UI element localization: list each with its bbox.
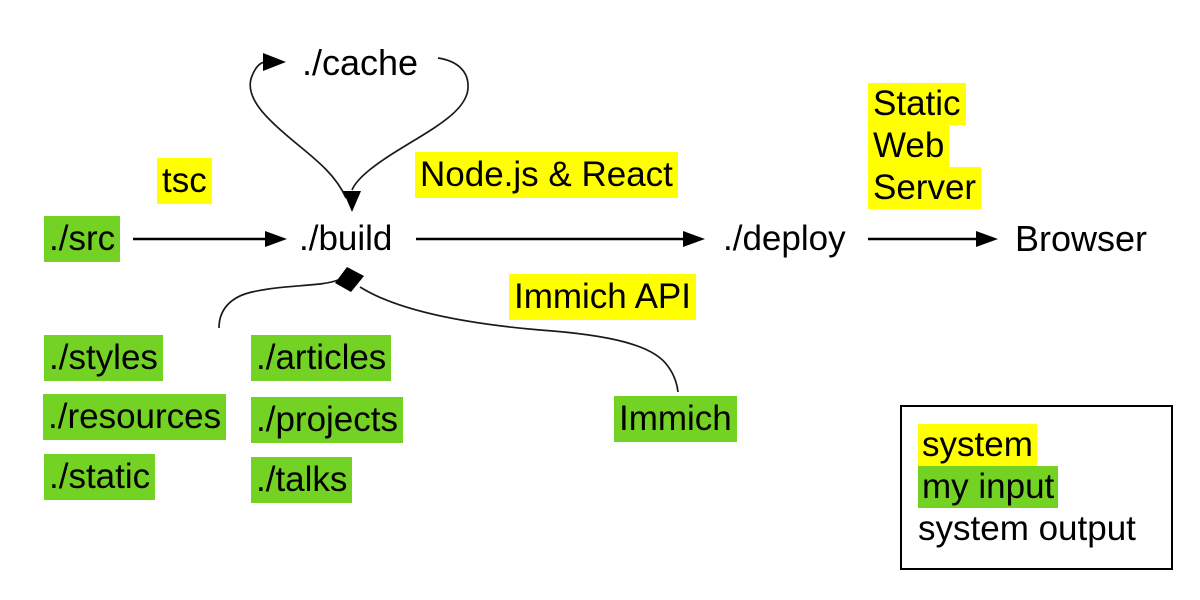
legend-box: system my input system output (900, 405, 1173, 570)
node-talks: ./talks (251, 457, 353, 503)
node-browser: Browser (1015, 218, 1148, 259)
arrowhead-build-to-cache-icon (263, 53, 286, 71)
node-deploy: ./deploy (723, 219, 846, 258)
edge-label-static-web-server-line1: Static (868, 83, 966, 125)
node-static: ./static (44, 454, 156, 500)
legend-system-output: system output (918, 509, 1136, 548)
node-immich: Immich (614, 396, 737, 442)
node-cache: ./cache (302, 42, 419, 83)
edge-label-static-web-server-line2: Web (868, 125, 950, 167)
node-projects: ./projects (251, 397, 403, 443)
edge-label-static-web-server: Static Web Server (868, 83, 982, 209)
node-build: ./build (299, 219, 393, 258)
diamond-build-icon (335, 267, 364, 292)
arrowhead-build-to-deploy-icon (683, 231, 705, 247)
arrowhead-cache-to-build-icon (343, 191, 361, 212)
edge-label-immich-api: Immich API (509, 274, 696, 320)
legend-my-input: my input (918, 466, 1059, 508)
node-styles: ./styles (44, 335, 163, 381)
node-resources: ./resources (43, 394, 227, 440)
node-articles: ./articles (251, 335, 392, 381)
curve-folders-to-build (218, 279, 339, 329)
node-src: ./src (44, 216, 121, 262)
arrowhead-deploy-to-browser-icon (976, 231, 998, 247)
edge-label-static-web-server-line3: Server (868, 167, 982, 209)
arrowhead-src-to-build-icon (265, 231, 287, 247)
edge-label-node-react: Node.js & React (415, 152, 678, 198)
legend-items: system my input system output (918, 424, 1136, 550)
legend-system: system (918, 424, 1037, 466)
edge-label-tsc: tsc (157, 158, 212, 204)
